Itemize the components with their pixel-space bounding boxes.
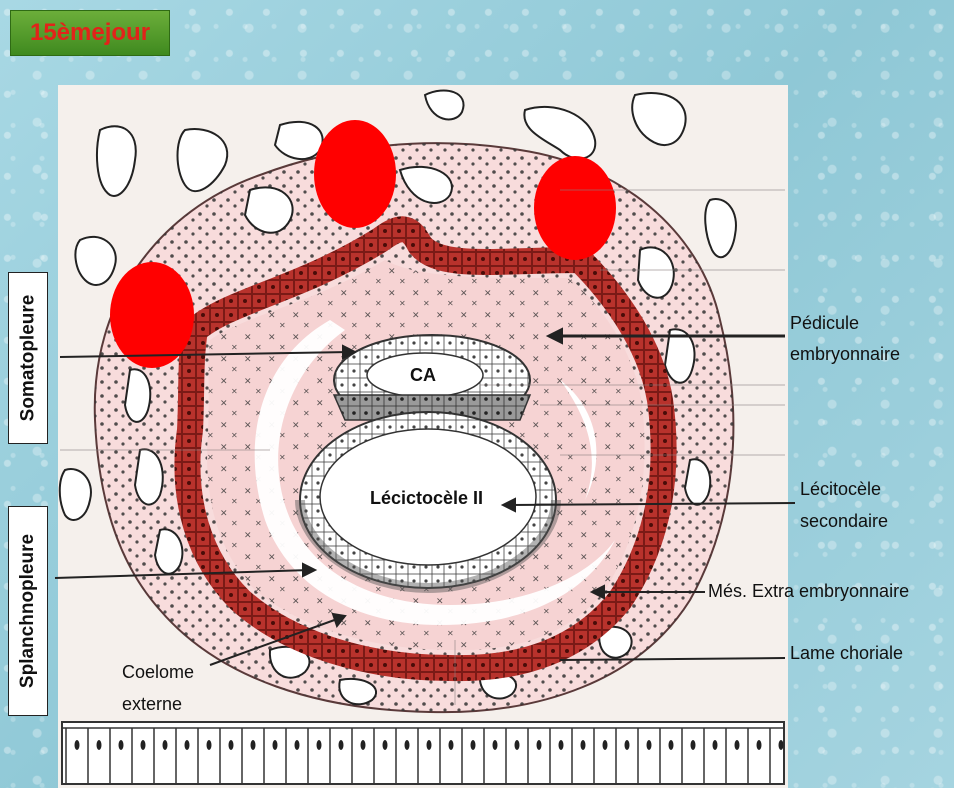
- epithelium-cell-nucleus: [647, 740, 652, 750]
- lame-choriale-label: Lame choriale: [790, 637, 903, 669]
- lecitocele-label-line2: secondaire: [800, 505, 888, 537]
- epithelium-cell-nucleus: [119, 740, 124, 750]
- epithelium-cell-nucleus: [229, 740, 234, 750]
- epithelium-cell-nucleus: [163, 740, 168, 750]
- coelome-label-line2: externe: [122, 688, 182, 720]
- epithelium-cell-nucleus: [97, 740, 102, 750]
- lecitocele-label-line1: Lécitocèle: [800, 473, 881, 505]
- epithelium-cell-nucleus: [383, 740, 388, 750]
- epithelium-cell-nucleus: [537, 740, 542, 750]
- epithelium-cell-nucleus: [757, 740, 762, 750]
- epithelium-cell-nucleus: [691, 740, 696, 750]
- pedicule-label-line1: Pédicule: [790, 307, 859, 339]
- epithelium-cell-nucleus: [317, 740, 322, 750]
- epithelium-cell-nucleus: [625, 740, 630, 750]
- epithelium-cell-nucleus: [735, 740, 740, 750]
- epithelium-cell-nucleus: [493, 740, 498, 750]
- epithelium-cell-nucleus: [295, 740, 300, 750]
- mesoderm-label: Més. Extra embryonnaire: [708, 575, 909, 607]
- splanchnopleure-label: Splanchnopleure: [8, 506, 48, 716]
- coelome-label-line1: Coelome: [122, 656, 194, 688]
- uterine-epithelium: [62, 722, 784, 784]
- epithelium-cell-nucleus: [405, 740, 410, 750]
- epithelium-cell-nucleus: [75, 740, 80, 750]
- epithelium-cell-nucleus: [581, 740, 586, 750]
- red-marker: [314, 120, 396, 228]
- epithelium-cell-nucleus: [603, 740, 608, 750]
- red-marker: [534, 156, 616, 260]
- epithelium-cell-nucleus: [361, 740, 366, 750]
- epithelium-cell-nucleus: [449, 740, 454, 750]
- pedicule-label-line2: embryonnaire: [790, 338, 900, 370]
- epithelium-cell-nucleus: [141, 740, 146, 750]
- epithelium-cell-nucleus: [339, 740, 344, 750]
- red-marker: [110, 262, 194, 368]
- epithelium-cell-nucleus: [515, 740, 520, 750]
- epithelium-cell-nucleus: [559, 740, 564, 750]
- epithelium-cell-nucleus: [427, 740, 432, 750]
- yolk-sac-label: Lécictocèle II: [370, 482, 483, 514]
- epithelium-cell-nucleus: [273, 740, 278, 750]
- epithelium-cell-nucleus: [713, 740, 718, 750]
- amniotic-cavity-label: CA: [410, 359, 436, 391]
- somatopleure-label: Somatopleure: [8, 272, 48, 444]
- epithelium-cell-nucleus: [185, 740, 190, 750]
- epithelium-cell-nucleus: [471, 740, 476, 750]
- epithelium-cell-nucleus: [779, 740, 784, 750]
- epithelium-cell-nucleus: [207, 740, 212, 750]
- epithelium-cell-nucleus: [251, 740, 256, 750]
- epithelium-cell-nucleus: [669, 740, 674, 750]
